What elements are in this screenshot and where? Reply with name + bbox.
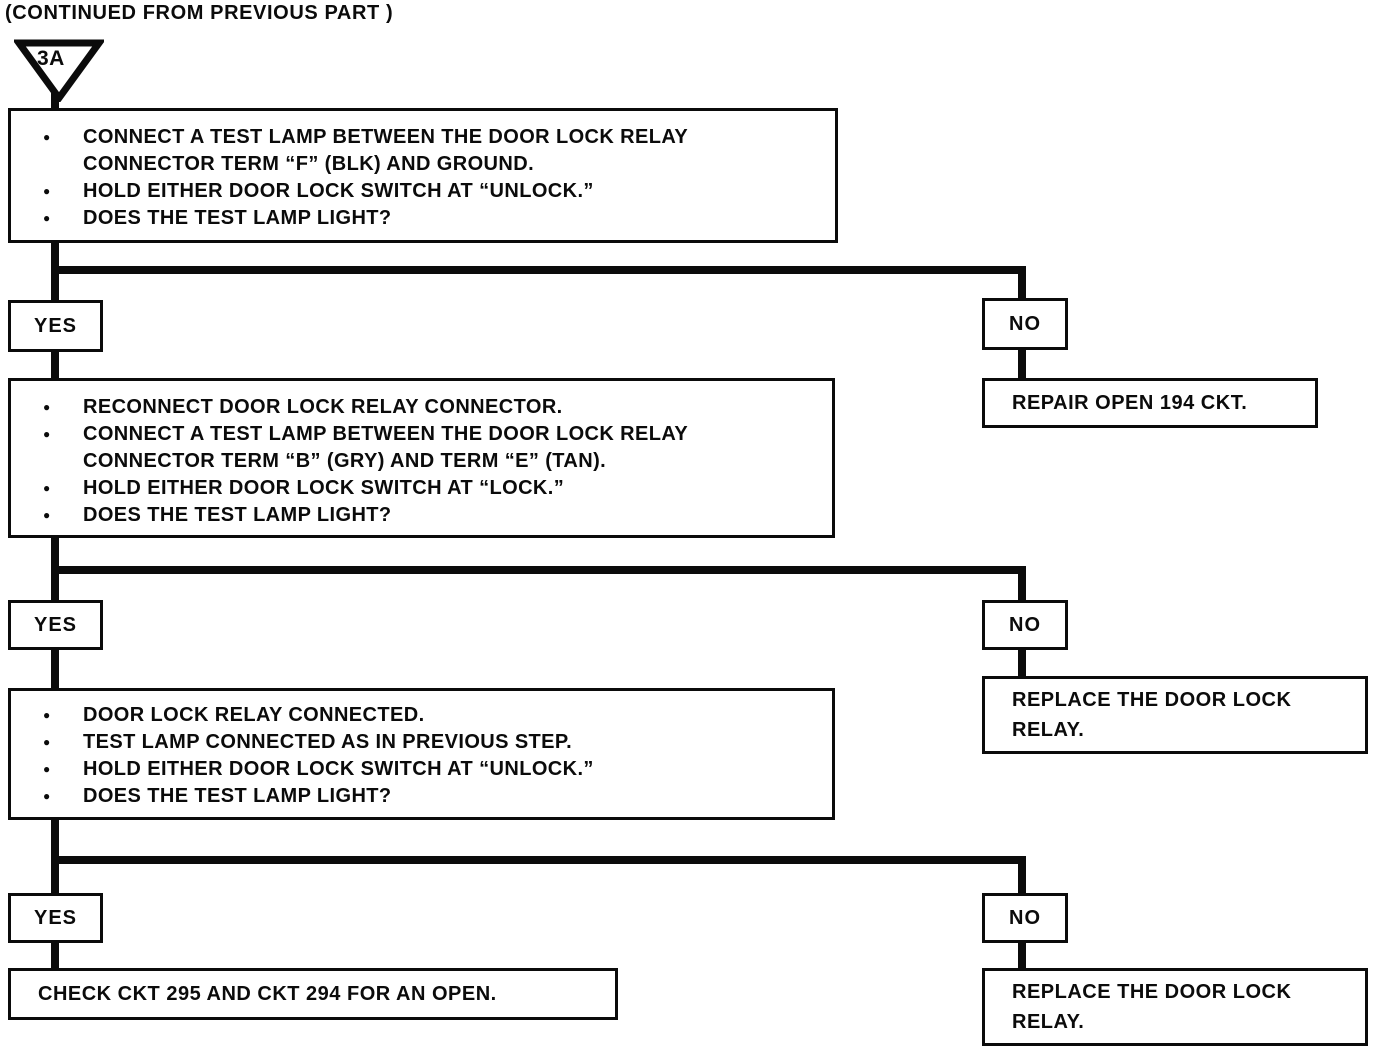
bullet-item: ● HOLD EITHER DOOR LOCK SWITCH AT “UNLOC… — [35, 756, 814, 783]
continued-from-label: (CONTINUED FROM PREVIOUS PART ) — [5, 2, 394, 24]
step-box-3-bullets: ● DOOR LOCK RELAY CONNECTED. ● TEST LAMP… — [11, 691, 832, 810]
connector-line-triangle-stem — [51, 92, 59, 110]
bullet-text: TEST LAMP CONNECTED AS IN PREVIOUS STEP. — [83, 731, 573, 753]
connector-line-no3-stem — [1018, 941, 1026, 970]
bullet-dot-icon: ● — [43, 708, 51, 722]
yes-box-2: YES — [8, 600, 103, 650]
connector-line-branch-3-horizontal — [51, 856, 1026, 864]
connector-line-branch-2-vertical — [1018, 572, 1026, 602]
bullet-item: ● CONNECT A TEST LAMP BETWEEN THE DOOR L… — [35, 124, 817, 178]
bullet-item: ● HOLD EITHER DOOR LOCK SWITCH AT “UNLOC… — [35, 178, 817, 205]
bullet-text: HOLD EITHER DOOR LOCK SWITCH AT “UNLOCK.… — [83, 758, 594, 780]
bullet-dot-icon: ● — [43, 130, 51, 144]
bullet-dot-icon: ● — [43, 184, 51, 198]
bullet-item: ● DOES THE TEST LAMP LIGHT? — [35, 205, 817, 232]
bullet-text: DOOR LOCK RELAY CONNECTED. — [83, 704, 425, 726]
bullet-text: CONNECT A TEST LAMP BETWEEN THE DOOR LOC… — [83, 126, 688, 175]
bullet-text: DOES THE TEST LAMP LIGHT? — [83, 785, 392, 807]
bullet-dot-icon: ● — [43, 400, 51, 414]
connector-line-yes3-stem — [51, 941, 59, 970]
step-box-2: ● RECONNECT DOOR LOCK RELAY CONNECTOR. ●… — [8, 378, 835, 538]
connector-line-branch-1-vertical — [1018, 272, 1026, 300]
connector-triangle-icon — [14, 39, 104, 102]
bullet-item: ● HOLD EITHER DOOR LOCK SWITCH AT “LOCK.… — [35, 475, 814, 502]
connector-line-no2-stem — [1018, 648, 1026, 678]
step-box-3: ● DOOR LOCK RELAY CONNECTED. ● TEST LAMP… — [8, 688, 835, 820]
bullet-dot-icon: ● — [43, 481, 51, 495]
bullet-text: HOLD EITHER DOOR LOCK SWITCH AT “LOCK.” — [83, 477, 565, 499]
bullet-dot-icon: ● — [43, 735, 51, 749]
result-text: REPLACE THE DOOR LOCK RELAY. — [1012, 981, 1292, 1033]
no-box-1: NO — [982, 298, 1068, 350]
bullet-text: RECONNECT DOOR LOCK RELAY CONNECTOR. — [83, 396, 563, 418]
connector-line-yes2-stem — [51, 648, 59, 690]
bullet-text: DOES THE TEST LAMP LIGHT? — [83, 504, 392, 526]
connector-line-branch-2-horizontal — [51, 566, 1026, 574]
bullet-item: ● CONNECT A TEST LAMP BETWEEN THE DOOR L… — [35, 421, 814, 475]
bullet-dot-icon: ● — [43, 508, 51, 522]
result-text: CHECK CKT 295 AND CKT 294 FOR AN OPEN. — [38, 983, 497, 1005]
bullet-item: ● DOOR LOCK RELAY CONNECTED. — [35, 702, 814, 729]
yes-box-3: YES — [8, 893, 103, 943]
connector-line-branch-3-vertical — [1018, 862, 1026, 895]
bullet-item: ● DOES THE TEST LAMP LIGHT? — [35, 783, 814, 810]
step-box-1-bullets: ● CONNECT A TEST LAMP BETWEEN THE DOOR L… — [11, 111, 835, 232]
bullet-dot-icon: ● — [43, 427, 51, 441]
step-box-1: ● CONNECT A TEST LAMP BETWEEN THE DOOR L… — [8, 108, 838, 243]
bullet-item: ● DOES THE TEST LAMP LIGHT? — [35, 502, 814, 529]
connector-line-branch-1-horizontal — [51, 266, 1026, 274]
bullet-dot-icon: ● — [43, 762, 51, 776]
result-box-check-ckt: CHECK CKT 295 AND CKT 294 FOR AN OPEN. — [8, 968, 618, 1020]
result-box-replace-relay-2: REPLACE THE DOOR LOCK RELAY. — [982, 968, 1368, 1046]
result-text: REPLACE THE DOOR LOCK RELAY. — [1012, 689, 1292, 741]
bullet-item: ● TEST LAMP CONNECTED AS IN PREVIOUS STE… — [35, 729, 814, 756]
step-box-2-bullets: ● RECONNECT DOOR LOCK RELAY CONNECTOR. ●… — [11, 381, 832, 529]
result-box-repair-open-194: REPAIR OPEN 194 CKT. — [982, 378, 1318, 428]
bullet-dot-icon: ● — [43, 789, 51, 803]
no-box-2: NO — [982, 600, 1068, 650]
bullet-item: ● RECONNECT DOOR LOCK RELAY CONNECTOR. — [35, 394, 814, 421]
yes-box-1: YES — [8, 300, 103, 352]
bullet-text: DOES THE TEST LAMP LIGHT? — [83, 207, 392, 229]
connector-line-yes1-stem — [51, 350, 59, 380]
result-text: REPAIR OPEN 194 CKT. — [1012, 392, 1248, 414]
bullet-text: CONNECT A TEST LAMP BETWEEN THE DOOR LOC… — [83, 423, 688, 472]
bullet-text: HOLD EITHER DOOR LOCK SWITCH AT “UNLOCK.… — [83, 180, 594, 202]
no-box-3: NO — [982, 893, 1068, 943]
connector-line-no1-stem — [1018, 348, 1026, 380]
connector-triangle-label: 3A — [37, 47, 65, 70]
result-box-replace-relay-1: REPLACE THE DOOR LOCK RELAY. — [982, 676, 1368, 754]
bullet-dot-icon: ● — [43, 211, 51, 225]
